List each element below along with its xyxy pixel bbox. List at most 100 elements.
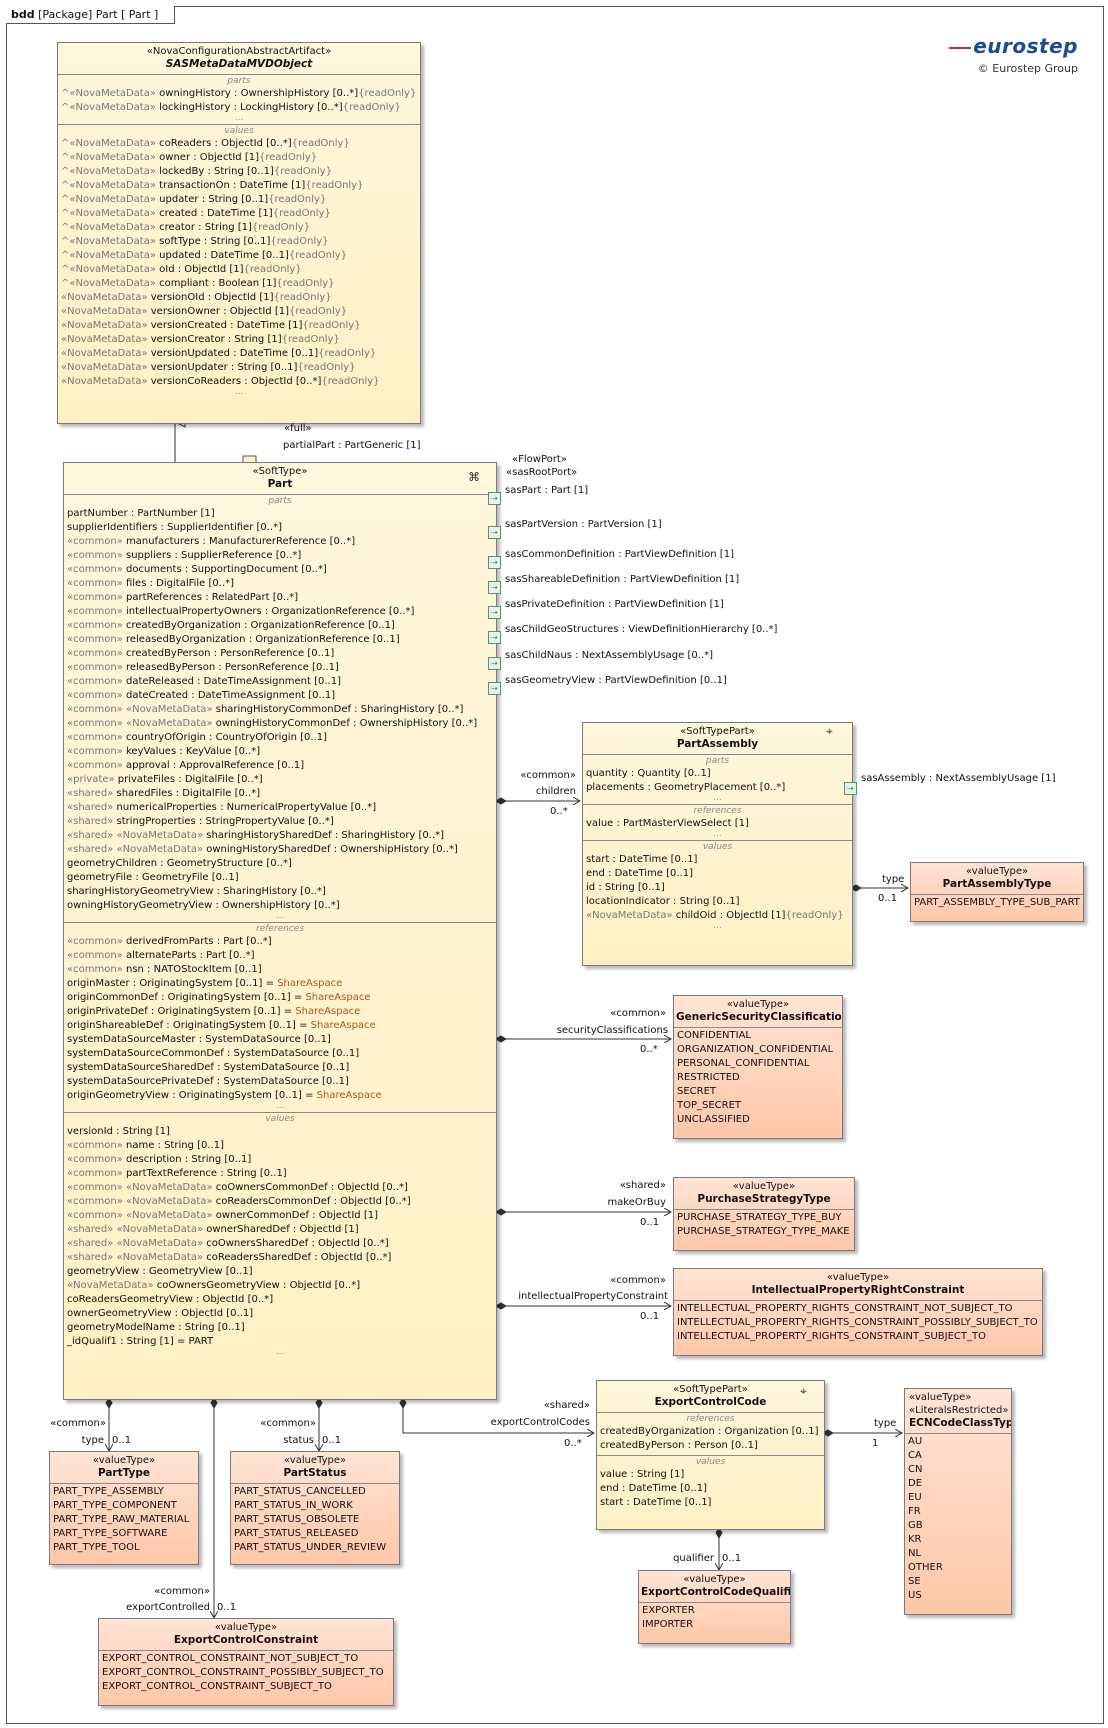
part-part-row[interactable]: sharingHistoryGeometryView : SharingHist…	[67, 885, 493, 899]
valuetype-exportcontrolconstraint[interactable]: «valueType»ExportControlConstraint EXPOR…	[98, 1618, 394, 1706]
enum-literal[interactable]: PART_TYPE_COMPONENT	[53, 1500, 177, 1511]
sasmeta-value-row[interactable]: «NovaMetaData» versionUpdater : String […	[61, 361, 417, 375]
part-value-row[interactable]: «NovaMetaData» coOwnersGeometryView : Ob…	[67, 1279, 493, 1293]
enum-literal[interactable]: KR	[908, 1534, 922, 1545]
assembly-part-row[interactable]: placements : GeometryPlacement [0..*]	[586, 781, 849, 795]
valuetype-partassemblytype[interactable]: «valueType»PartAssemblyType PART_ASSEMBL…	[910, 862, 1084, 922]
enum-literal[interactable]: CONFIDENTIAL	[677, 1030, 752, 1041]
part-part-row[interactable]: «common» partReferences : RelatedPart [0…	[67, 591, 493, 605]
part-value-row[interactable]: _idQualif1 : String [1] = PART	[67, 1335, 493, 1349]
part-value-row[interactable]: «common» name : String [0..1]	[67, 1139, 493, 1153]
sasmeta-value-row[interactable]: «NovaMetaData» versionOId : ObjectId [1]…	[61, 291, 417, 305]
flow-port-icon[interactable]: ⇢	[488, 526, 501, 539]
part-value-row[interactable]: «common» «NovaMetaData» coReadersCommonD…	[67, 1195, 493, 1209]
sasmeta-value-row[interactable]: ^«NovaMetaData» owner : ObjectId [1]{rea…	[61, 151, 417, 165]
part-part-row[interactable]: geometryFile : GeometryFile [0..1]	[67, 871, 493, 885]
flow-port-icon[interactable]: ⇢	[488, 606, 501, 619]
part-reference-row[interactable]: systemDataSourceMaster : SystemDataSourc…	[67, 1033, 493, 1047]
sasmeta-value-row[interactable]: «NovaMetaData» versionUpdated : DateTime…	[61, 347, 417, 361]
part-reference-row[interactable]: originPrivateDef : OriginatingSystem [0.…	[67, 1005, 493, 1019]
sasmeta-value-row[interactable]: ^«NovaMetaData» oId : ObjectId [1]{readO…	[61, 263, 417, 277]
assembly-value-row[interactable]: id : String [0..1]	[586, 881, 849, 895]
flow-port-icon[interactable]: ⇢	[488, 657, 501, 670]
part-reference-row[interactable]: «common» alternateParts : Part [0..*]	[67, 949, 493, 963]
enum-literal[interactable]: IMPORTER	[642, 1619, 694, 1630]
part-part-row[interactable]: «common» releasedByOrganization : Organi…	[67, 633, 493, 647]
part-part-row[interactable]: «common» countryOfOrigin : CountryOfOrig…	[67, 731, 493, 745]
sasmeta-value-row[interactable]: ^«NovaMetaData» coReaders : ObjectId [0.…	[61, 137, 417, 151]
part-value-row[interactable]: «shared» «NovaMetaData» coOwnersSharedDe…	[67, 1237, 493, 1251]
part-part-row[interactable]: owningHistoryGeometryView : OwnershipHis…	[67, 899, 493, 913]
enum-literal[interactable]: UNCLASSIFIED	[677, 1114, 750, 1125]
enum-literal[interactable]: INTELLECTUAL_PROPERTY_RIGHTS_CONSTRAINT_…	[677, 1303, 1013, 1314]
exportcode-value-row[interactable]: end : DateTime [0..1]	[600, 1482, 821, 1496]
valuetype-intellectualpropertyrightconstraint[interactable]: «valueType»IntellectualPropertyRightCons…	[673, 1268, 1043, 1356]
valuetype-exportcontrolcodequalifier[interactable]: «valueType»ExportControlCodeQualifier EX…	[638, 1570, 791, 1644]
enum-literal[interactable]: SECRET	[677, 1086, 717, 1097]
valuetype-partstatus[interactable]: «valueType»PartStatus PART_STATUS_CANCEL…	[230, 1451, 400, 1565]
assembly-part-row[interactable]: quantity : Quantity [0..1]	[586, 767, 849, 781]
part-part-row[interactable]: «shared» «NovaMetaData» owningHistorySha…	[67, 843, 493, 857]
part-part-row[interactable]: «shared» «NovaMetaData» sharingHistorySh…	[67, 829, 493, 843]
part-part-row[interactable]: «common» files : DigitalFile [0..*]	[67, 577, 493, 591]
sasmeta-part-row[interactable]: ^«NovaMetaData» lockingHistory : Locking…	[61, 101, 417, 115]
sasmeta-value-row[interactable]: ^«NovaMetaData» transactionOn : DateTime…	[61, 179, 417, 193]
enum-literal[interactable]: DE	[908, 1478, 923, 1489]
part-part-row[interactable]: «common» dateReleased : DateTimeAssignme…	[67, 675, 493, 689]
flow-port-icon[interactable]: ⇢	[488, 492, 501, 505]
part-reference-row[interactable]: «common» nsn : NATOStockItem [0..1]	[67, 963, 493, 977]
enum-literal[interactable]: EXPORT_CONTROL_CONSTRAINT_SUBJECT_TO	[102, 1681, 332, 1692]
enum-literal[interactable]: PART_STATUS_IN_WORK	[234, 1500, 353, 1511]
enum-literal[interactable]: PART_TYPE_SOFTWARE	[53, 1528, 168, 1539]
enum-literal[interactable]: PART_TYPE_ASSEMBLY	[53, 1486, 164, 1497]
enum-literal[interactable]: EXPORT_CONTROL_CONSTRAINT_POSSIBLY_SUBJE…	[102, 1667, 384, 1678]
part-value-row[interactable]: geometryView : GeometryView [0..1]	[67, 1265, 493, 1279]
part-value-row[interactable]: «common» partTextReference : String [0..…	[67, 1167, 493, 1181]
sasmeta-value-row[interactable]: ^«NovaMetaData» updated : DateTime [0..1…	[61, 249, 417, 263]
assembly-value-row[interactable]: locationIndicator : String [0..1]	[586, 895, 849, 909]
part-value-row[interactable]: «common» «NovaMetaData» ownerCommonDef :…	[67, 1209, 493, 1223]
block-sasmetadatamvdobject[interactable]: «NovaConfigurationAbstractArtifact»SASMe…	[57, 42, 421, 424]
enum-literal[interactable]: SE	[908, 1576, 921, 1587]
valuetype-ecncodeclasstype[interactable]: «valueType»«LiteralsRestricted»ECNCodeCl…	[904, 1388, 1012, 1615]
enum-literal[interactable]: FR	[908, 1506, 921, 1517]
part-part-row[interactable]: supplierIdentifiers : SupplierIdentifier…	[67, 521, 493, 535]
enum-literal[interactable]: PART_STATUS_UNDER_REVIEW	[234, 1542, 387, 1553]
part-part-row[interactable]: «common» documents : SupportingDocument …	[67, 563, 493, 577]
part-reference-row[interactable]: originMaster : OriginatingSystem [0..1] …	[67, 977, 493, 991]
part-part-row[interactable]: «common» createdByPerson : PersonReferen…	[67, 647, 493, 661]
sasmeta-part-row[interactable]: ^«NovaMetaData» owningHistory : Ownershi…	[61, 87, 417, 101]
sasmeta-value-row[interactable]: «NovaMetaData» versionCreator : String […	[61, 333, 417, 347]
part-reference-row[interactable]: originGeometryView : OriginatingSystem […	[67, 1089, 493, 1103]
flow-port-icon[interactable]: ⇢	[488, 581, 501, 594]
enum-literal[interactable]: PART_TYPE_RAW_MATERIAL	[53, 1514, 190, 1525]
enum-literal[interactable]: INTELLECTUAL_PROPERTY_RIGHTS_CONSTRAINT_…	[677, 1331, 986, 1342]
flow-port-icon[interactable]: ⇢	[488, 682, 501, 695]
sasmeta-value-row[interactable]: «NovaMetaData» versionOwner : ObjectId […	[61, 305, 417, 319]
part-value-row[interactable]: «shared» «NovaMetaData» ownerSharedDef :…	[67, 1223, 493, 1237]
valuetype-purchasestrategytype[interactable]: «valueType»PurchaseStrategyType PURCHASE…	[673, 1177, 855, 1251]
part-part-row[interactable]: «common» «NovaMetaData» owningHistoryCom…	[67, 717, 493, 731]
part-value-row[interactable]: ownerGeometryView : ObjectId [0..1]	[67, 1307, 493, 1321]
enum-literal[interactable]: TOP_SECRET	[677, 1100, 742, 1111]
part-value-row[interactable]: versionId : String [1]	[67, 1125, 493, 1139]
sasmeta-value-row[interactable]: ^«NovaMetaData» softType : String [0..1]…	[61, 235, 417, 249]
part-value-row[interactable]: coReadersGeometryView : ObjectId [0..*]	[67, 1293, 493, 1307]
part-part-row[interactable]: «shared» numericalProperties : Numerical…	[67, 801, 493, 815]
part-value-row[interactable]: «common» description : String [0..1]	[67, 1153, 493, 1167]
enum-literal[interactable]: OTHER	[908, 1562, 943, 1573]
sasmeta-value-row[interactable]: ^«NovaMetaData» creator : String [1]{rea…	[61, 221, 417, 235]
flow-port-icon[interactable]: ⇢	[488, 556, 501, 569]
part-value-row[interactable]: «shared» «NovaMetaData» coReadersSharedD…	[67, 1251, 493, 1265]
enum-literal[interactable]: NL	[908, 1548, 922, 1559]
part-part-row[interactable]: «common» manufacturers : ManufacturerRef…	[67, 535, 493, 549]
part-part-row[interactable]: «common» createdByOrganization : Organiz…	[67, 619, 493, 633]
exportcode-reference-row[interactable]: createdByPerson : Person [0..1]	[600, 1439, 821, 1453]
enum-literal[interactable]: RESTRICTED	[677, 1072, 740, 1083]
exportcode-value-row[interactable]: value : String [1]	[600, 1468, 821, 1482]
part-reference-row[interactable]: systemDataSourceCommonDef : SystemDataSo…	[67, 1047, 493, 1061]
enum-literal[interactable]: CN	[908, 1464, 923, 1475]
